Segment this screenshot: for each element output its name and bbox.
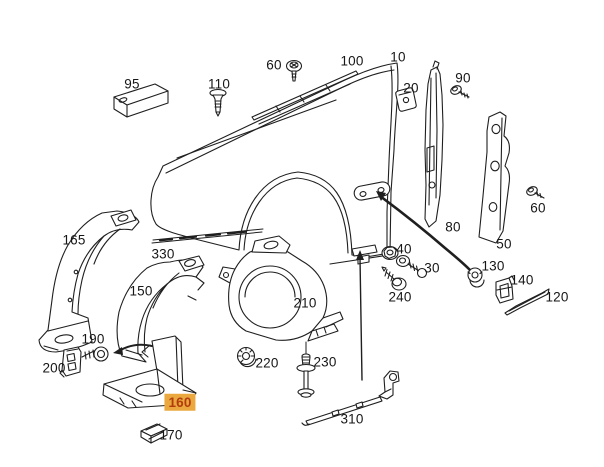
part-30-screw-drawing (395, 254, 428, 279)
part-200-plate-drawing (59, 346, 82, 378)
part-label-80[interactable]: 80 (445, 219, 461, 235)
part-label-10[interactable]: 10 (390, 49, 406, 65)
part-190-screw-drawing (81, 346, 109, 362)
part-label-40[interactable]: 40 (396, 241, 412, 257)
part-label-190[interactable]: 190 (81, 331, 105, 347)
part-label-330[interactable]: 330 (151, 246, 175, 262)
part-label-90[interactable]: 90 (455, 70, 471, 86)
part-210-liner-rear-drawing (218, 235, 344, 359)
part-100-strip-drawing (251, 70, 359, 125)
part-label-240[interactable]: 240 (388, 289, 412, 305)
part-label-170[interactable]: 170 (159, 427, 183, 443)
part-110-rivet-drawing (209, 88, 227, 117)
part-label-220[interactable]: 220 (255, 355, 279, 371)
part-120-strip-drawing (504, 288, 550, 316)
part-label-165[interactable]: 165 (62, 232, 86, 248)
part-170-clip-drawing (140, 423, 168, 444)
part-label-160-highlighted[interactable]: 160 (164, 393, 196, 411)
part-130-grommet-drawing (467, 267, 485, 288)
leader-arrow-130 (376, 191, 472, 272)
part-150-liner-front-drawing (116, 255, 205, 363)
part-label-100[interactable]: 100 (340, 53, 364, 69)
part-240-rivet-drawing (381, 266, 407, 291)
part-90-screw-drawing (450, 85, 470, 99)
part-230-bolt-drawing (296, 353, 316, 398)
part-330-strip-drawing (151, 228, 264, 244)
part-label-130[interactable]: 130 (481, 258, 505, 274)
part-label-310[interactable]: 310 (340, 411, 364, 427)
part-95-spacer-drawing (113, 83, 169, 118)
part-label-60-right[interactable]: 60 (530, 200, 546, 216)
part-label-20[interactable]: 20 (403, 80, 419, 96)
part-label-50[interactable]: 50 (496, 236, 512, 252)
part-label-120[interactable]: 120 (545, 289, 569, 305)
part-165-liner-drawing (38, 209, 140, 353)
part-label-95[interactable]: 95 (124, 76, 140, 92)
part-220-nut-drawing (236, 346, 257, 368)
part-60-screw-top-drawing (285, 59, 303, 82)
part-310-strip-drawing (301, 370, 400, 426)
part-label-230[interactable]: 230 (313, 354, 337, 370)
part-label-60-top[interactable]: 60 (266, 57, 282, 73)
part-10-fender-drawing (150, 62, 399, 265)
part-20-plate-drawing (395, 87, 417, 112)
part-60-screw-right-drawing (526, 186, 545, 199)
part-40-nut-drawing (381, 245, 399, 261)
part-80-reinforcement-drawing (424, 60, 444, 228)
part-label-110[interactable]: 110 (207, 76, 231, 92)
part-label-210[interactable]: 210 (293, 295, 317, 311)
part-label-150[interactable]: 150 (129, 283, 153, 299)
part-label-140[interactable]: 140 (510, 272, 534, 288)
part-140-bracket-drawing (495, 275, 515, 304)
part-label-30[interactable]: 30 (424, 260, 440, 276)
part-50-bracket-drawing (478, 111, 511, 244)
leader-arrow-310 (356, 250, 364, 381)
part-label-200[interactable]: 200 (42, 360, 66, 376)
